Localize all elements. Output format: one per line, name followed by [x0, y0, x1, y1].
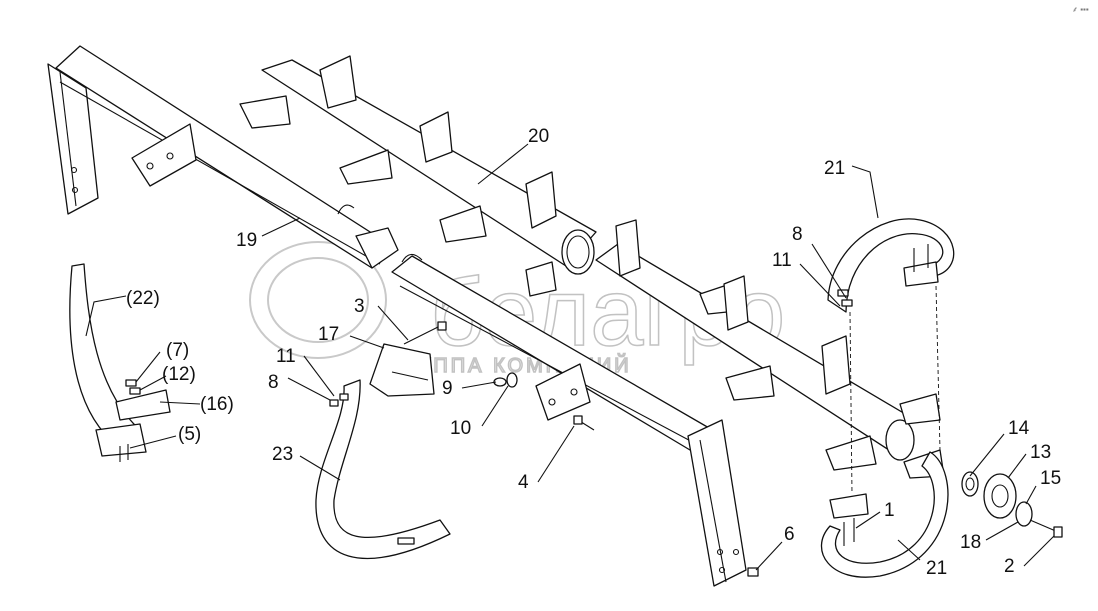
assembly-guide-lines	[849, 285, 941, 495]
frame-left-upright	[47, 63, 99, 215]
tine-23	[315, 343, 451, 559]
frame-right-upright	[687, 419, 747, 587]
callout-8-right: 8	[792, 224, 803, 245]
callout-9: 9	[442, 378, 453, 399]
hub-bearing-parts	[961, 471, 1063, 538]
callout-16: (16)	[200, 394, 234, 415]
corner-mark: ⸙ ▪▪▪	[1072, 5, 1089, 14]
small-hardware	[403, 321, 759, 577]
callout-8-left: 8	[268, 372, 279, 393]
spring-tine-upper	[827, 218, 955, 313]
callout-20: 20	[528, 126, 549, 147]
callout-2: 2	[1004, 556, 1015, 577]
spring-tine-lower	[820, 451, 949, 578]
bolt-6	[747, 567, 759, 577]
callout-12: (12)	[162, 364, 196, 385]
callout-7: (7)	[166, 340, 189, 361]
leader-lines	[85, 143, 1055, 571]
callout-19: 19	[236, 230, 257, 251]
callout-18: 18	[960, 532, 981, 553]
callout-11-right: 11	[772, 250, 792, 271]
bearing-housing-13	[983, 473, 1017, 519]
tine-22	[69, 263, 171, 462]
callout-10: 10	[450, 418, 471, 439]
main-frame-beam	[55, 45, 399, 269]
callout-22: (22)	[126, 288, 160, 309]
callout-17: 17	[318, 324, 339, 345]
callout-3: 3	[354, 296, 365, 317]
callout-14: 14	[1008, 418, 1030, 439]
upper-round-tube	[239, 55, 597, 297]
lower-frame-beam	[391, 253, 717, 451]
watermark-logo-ring-inner	[267, 257, 369, 343]
washer-10	[506, 372, 518, 388]
bolt-3	[403, 325, 441, 345]
watermark-logo-ring-outer	[249, 241, 387, 359]
callout-1: 1	[884, 500, 895, 521]
callout-23: 23	[272, 444, 293, 465]
callout-21-upper: 21	[824, 158, 845, 179]
callout-4: 4	[518, 472, 529, 493]
washer-14	[961, 471, 979, 497]
callout-15: 15	[1040, 468, 1061, 489]
bolt-2	[1029, 519, 1059, 533]
callout-labels: 20 19 21 8 11 3 17 11 8 9 10 4 6 23 (22)…	[126, 126, 1061, 579]
callout-11-left: 11	[276, 346, 296, 367]
callout-5: (5)	[178, 424, 201, 445]
cover-15	[1015, 501, 1033, 527]
callout-6: 6	[784, 524, 795, 545]
callout-13: 13	[1030, 442, 1051, 463]
callout-21-lower: 21	[926, 558, 947, 579]
